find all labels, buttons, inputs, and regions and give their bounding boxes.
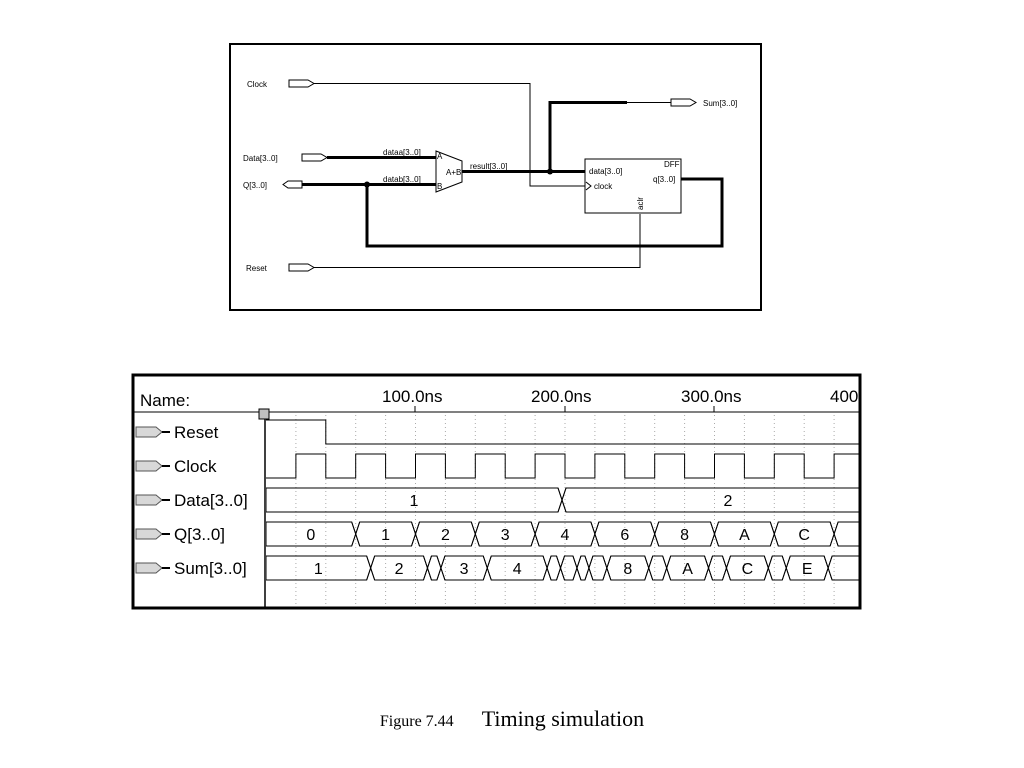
time-marker-handle[interactable] <box>258 408 270 420</box>
reset-waveform <box>266 419 859 445</box>
bus-value: E <box>859 527 870 544</box>
adder-op-label: A+B <box>446 168 461 177</box>
data-input-label: Data[3..0] <box>243 154 278 163</box>
adder-block: A B A+B <box>435 150 463 193</box>
sum-waveform: 1 2 3 4 8 A C E <box>266 555 859 581</box>
bus-value: A <box>682 561 693 578</box>
result-wire-label: result[3..0] <box>470 162 507 171</box>
dff-q-port: q[3..0] <box>653 175 675 184</box>
time-label: 200.0ns <box>531 387 592 406</box>
signal-row[interactable]: Sum[3..0] <box>135 559 247 578</box>
time-grid <box>295 415 835 607</box>
dataa-wire-label: dataa[3..0] <box>383 148 421 157</box>
signal-row[interactable]: Q[3..0] <box>135 525 225 544</box>
dff-clock-port: clock <box>594 182 613 191</box>
thin-wires <box>314 83 671 268</box>
time-label: 100.0ns <box>382 387 443 406</box>
adder-pin-a: A <box>437 152 443 161</box>
clock-input-pin: Clock <box>247 79 315 89</box>
bus-wires <box>302 101 724 248</box>
bus-value: A <box>739 527 750 544</box>
bus-value: 1 <box>314 561 323 578</box>
bus-value: 2 <box>395 561 404 578</box>
input-pin-icon <box>135 426 170 438</box>
bus-value: 0 <box>306 527 315 544</box>
dff-type-label: DFF <box>664 160 680 169</box>
dff-block: DFF data[3..0] clock q[3..0] aclr <box>584 158 682 214</box>
junction-dot <box>364 181 370 188</box>
signal-name: Reset <box>174 423 219 442</box>
bus-value: 3 <box>460 561 469 578</box>
figure-number: Figure 7.44 <box>379 713 454 730</box>
bus-value: C <box>798 527 810 544</box>
bus-value: 1 <box>410 493 419 510</box>
signal-name: Data[3..0] <box>174 491 248 510</box>
name-column-header: Name: <box>140 391 190 410</box>
signal-row[interactable]: Data[3..0] <box>135 491 248 510</box>
bus-value: 4 <box>513 561 522 578</box>
bus-value: 8 <box>680 527 689 544</box>
input-bus-icon <box>135 494 170 506</box>
adder-pin-b: B <box>437 182 442 191</box>
figure-title: Timing simulation <box>481 706 645 731</box>
time-axis: 100.0ns 200.0ns 300.0ns 400 <box>382 387 858 412</box>
bus-value: 4 <box>561 527 570 544</box>
bus-value: 8 <box>623 561 632 578</box>
bus-value: 3 <box>501 527 510 544</box>
clock-edge-icon <box>585 181 592 191</box>
dff-data-port: data[3..0] <box>589 167 622 176</box>
output-bus-icon <box>135 528 170 540</box>
signal-name: Q[3..0] <box>174 525 225 544</box>
q-waveform: 0 1 2 3 4 6 8 A C E <box>266 521 870 547</box>
clock-waveform <box>266 453 859 479</box>
bus-value: E <box>802 561 813 578</box>
data-input-pin: Data[3..0] <box>243 153 328 163</box>
bus-value: 2 <box>724 493 733 510</box>
bus-value: C <box>742 561 754 578</box>
input-pin-icon <box>135 460 170 472</box>
signal-name: Sum[3..0] <box>174 559 247 578</box>
reset-input-label: Reset <box>246 264 268 273</box>
time-label: 400 <box>830 387 858 406</box>
clock-input-label: Clock <box>247 80 268 89</box>
junction-dot <box>547 168 553 175</box>
time-label: 300.0ns <box>681 387 742 406</box>
bus-value: 6 <box>620 527 629 544</box>
signal-row[interactable]: Reset <box>135 423 219 442</box>
bus-value: 2 <box>441 527 450 544</box>
bus-value: 1 <box>381 527 390 544</box>
q-pin-label: Q[3..0] <box>243 181 267 190</box>
dff-aclr-port: aclr <box>636 197 645 210</box>
waveform-frame <box>131 373 862 610</box>
figure-caption: Figure 7.44 Timing simulation <box>0 706 1024 732</box>
signal-row[interactable]: Clock <box>135 457 217 476</box>
datab-wire-label: datab[3..0] <box>383 175 421 184</box>
reset-input-pin: Reset <box>246 263 315 273</box>
sum-output-pin: Sum[3..0] <box>670 98 737 108</box>
signal-name: Clock <box>174 457 217 476</box>
output-bus-icon <box>135 562 170 574</box>
sum-output-label: Sum[3..0] <box>703 99 737 108</box>
